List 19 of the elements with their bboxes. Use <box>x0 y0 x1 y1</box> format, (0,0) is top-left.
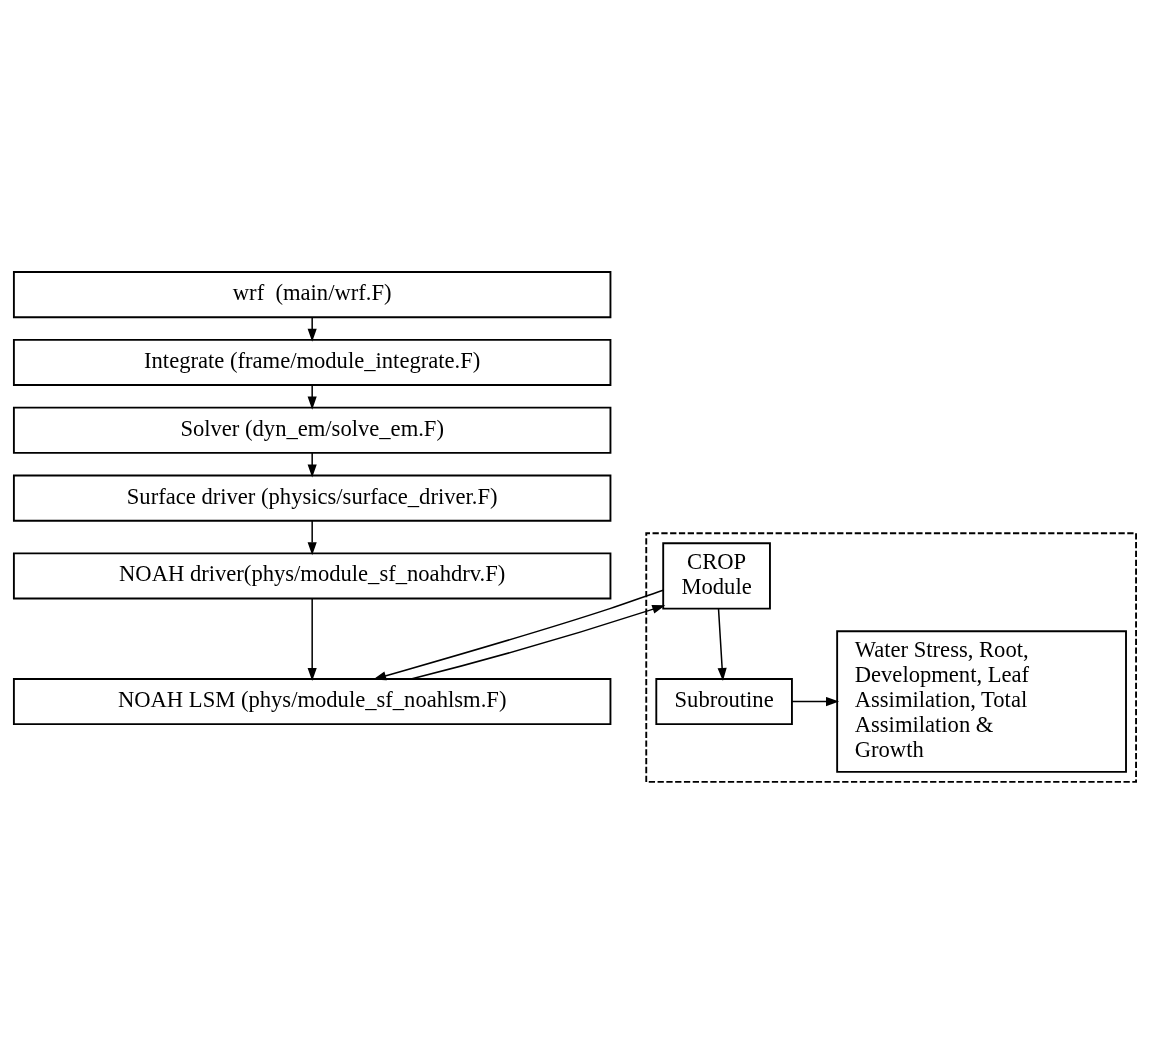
arrow <box>791 696 840 706</box>
arrow <box>307 451 317 477</box>
node-box: Water Stress, Root, Development, Leaf Assimilation, Total Assimilation & Growth <box>836 629 1127 773</box>
node-box: wrf (main/wrf.F) <box>12 270 612 318</box>
node-box: Solver (dyn_em/solve_em.F) <box>12 406 612 454</box>
node-box: Surface driver (physics/surface_driver.F) <box>12 474 612 522</box>
arrow <box>307 597 317 681</box>
arrow <box>373 588 664 680</box>
node-box: Integrate (frame/module_integrate.F) <box>12 338 612 386</box>
cluster <box>645 531 1137 783</box>
node-box: NOAH driver(phys/module_sf_noahdrv.F) <box>12 551 612 599</box>
node-box: Subroutine <box>655 677 793 725</box>
node-box: NOAH LSM (phys/module_sf_noahlsm.F) <box>12 677 612 725</box>
arrow <box>307 519 317 555</box>
node-box: CROP Module <box>662 541 771 610</box>
arrow <box>411 604 666 680</box>
arrow <box>717 607 727 681</box>
arrow <box>307 383 317 410</box>
arrow <box>307 316 317 342</box>
